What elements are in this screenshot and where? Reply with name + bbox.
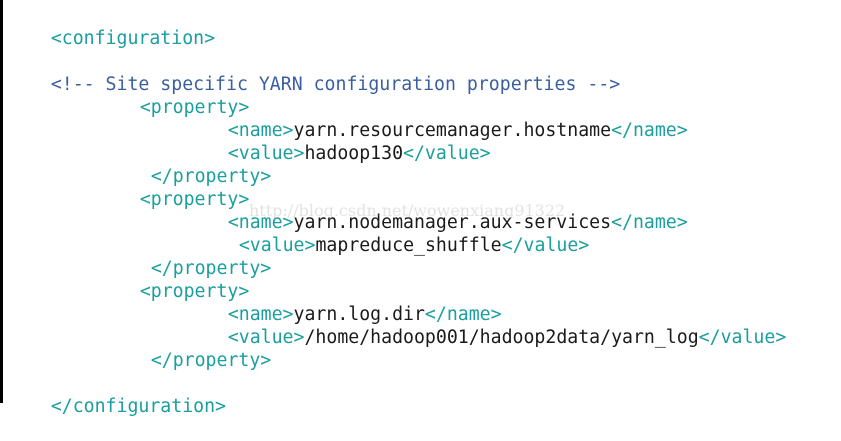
name-value: yarn.log.dir <box>293 304 425 325</box>
value-close-tag: </value> <box>698 327 787 348</box>
property-open-tag: <property> <box>139 97 250 118</box>
value-open-tag: <value> <box>238 235 316 256</box>
configuration-close-tag: </configuration> <box>50 396 227 417</box>
code-line-12: <property> <box>96 257 250 302</box>
name-value: yarn.resourcemanager.hostname <box>293 120 612 141</box>
configuration-open-tag: <configuration> <box>50 28 216 49</box>
name-close-tag: </name> <box>611 212 688 233</box>
name-value: yarn.nodemanager.aux-services <box>293 212 612 233</box>
code-line-14: <value>/home/hadoop001/hadoop2data/yarn_… <box>184 303 786 348</box>
code-line-3: <!-- Site specific YARN configuration pr… <box>7 50 620 95</box>
name-open-tag: <name> <box>227 120 294 141</box>
code-line-7: </property> <box>107 142 271 187</box>
name-close-tag: </name> <box>424 304 502 325</box>
value-open-tag: <value> <box>227 143 305 164</box>
value-value: hadoop130 <box>304 143 404 164</box>
code-line-6: <value>hadoop130</value> <box>184 119 491 164</box>
name-open-tag: <name> <box>227 304 294 325</box>
code-line-15: </property> <box>107 326 271 371</box>
value-value: /home/hadoop001/hadoop2data/yarn_log <box>304 327 699 348</box>
code-line-5: <name>yarn.resourcemanager.hostname</nam… <box>184 96 688 141</box>
code-line-13: <name>yarn.log.dir</name> <box>184 280 502 325</box>
code-line-9: <name>yarn.nodemanager.aux-services</nam… <box>184 188 688 233</box>
code-line-4: <property> <box>96 73 250 118</box>
xml-comment: <!-- Site specific YARN configuration pr… <box>50 74 621 95</box>
property-close-tag: </property> <box>150 350 272 371</box>
code-line-11: </property> <box>107 234 271 279</box>
property-close-tag: </property> <box>150 258 272 279</box>
value-open-tag: <value> <box>227 327 305 348</box>
property-open-tag: <property> <box>139 189 250 210</box>
value-close-tag: </value> <box>501 235 590 256</box>
code-line-10: <value>mapreduce_shuffle</value> <box>195 211 589 256</box>
code-line-1: <configuration> <box>7 4 215 49</box>
name-close-tag: </name> <box>611 120 688 141</box>
name-open-tag: <name> <box>227 212 294 233</box>
text-editor[interactable]: <configuration> <!-- Site specific YARN … <box>0 0 841 417</box>
value-value: mapreduce_shuffle <box>315 235 502 256</box>
property-close-tag: </property> <box>150 166 272 187</box>
code-line-8: <property> <box>96 165 250 210</box>
value-close-tag: </value> <box>403 143 491 164</box>
code-line-17: </configuration> <box>7 372 226 417</box>
property-open-tag: <property> <box>139 281 250 302</box>
